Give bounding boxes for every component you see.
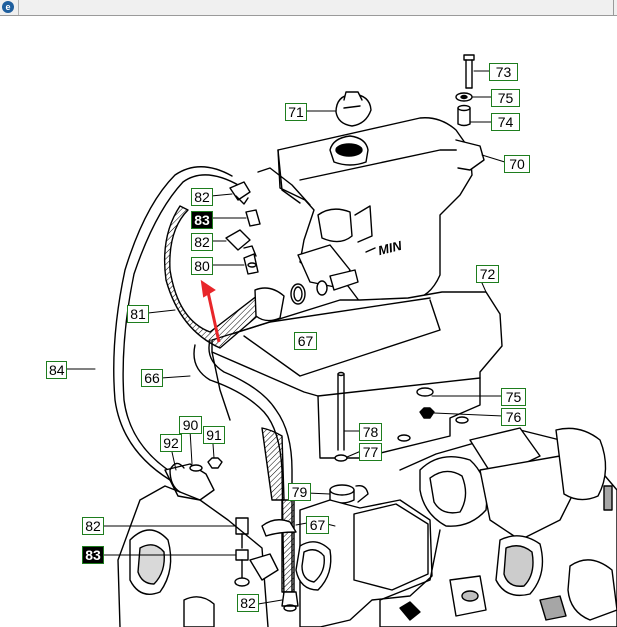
callout-67-upper: 67	[294, 332, 317, 350]
window-title-bar: e	[0, 0, 617, 16]
callout-82-a: 82	[191, 188, 213, 206]
seal-83-lower	[234, 549, 250, 587]
engine-block	[117, 427, 617, 627]
callout-74: 74	[491, 113, 520, 131]
app-icon[interactable]: e	[2, 1, 14, 13]
seal-83-upper	[245, 209, 261, 227]
callout-77: 77	[359, 443, 382, 461]
nut-76	[419, 407, 435, 419]
callout-75-top: 75	[491, 89, 520, 107]
callout-80: 80	[191, 257, 213, 275]
expansion-tank-70	[257, 117, 485, 303]
washer-77	[334, 454, 348, 462]
callout-67-lower: 67	[306, 516, 329, 534]
washer-90	[189, 464, 203, 472]
bolt-73	[463, 54, 475, 89]
tank-min-label: MIN	[376, 238, 403, 258]
callout-79: 79	[288, 483, 311, 501]
fitting-82-middle	[225, 229, 257, 257]
banjo-80	[243, 253, 259, 275]
callout-90: 90	[179, 416, 202, 434]
fitting-82-upper	[229, 181, 251, 205]
callout-82-b: 82	[191, 233, 213, 251]
window-edge	[613, 0, 617, 16]
callout-72: 72	[476, 265, 499, 283]
red-pointer-arrow	[200, 279, 221, 343]
filler-cap-71	[335, 91, 372, 127]
callout-73: 73	[489, 63, 518, 81]
callout-76: 76	[501, 408, 526, 426]
spacer-74	[457, 104, 471, 127]
callout-78: 78	[359, 423, 382, 441]
washer-75-top	[455, 92, 473, 102]
callout-83-a: 83	[191, 211, 213, 229]
callout-66: 66	[141, 369, 163, 387]
fitting-82-bottom	[281, 591, 299, 612]
callout-84: 84	[46, 361, 67, 379]
callout-82-c: 82	[82, 517, 104, 535]
callout-91: 91	[203, 426, 225, 444]
callout-82-d: 82	[237, 594, 259, 612]
leader-lines	[64, 70, 509, 605]
callout-75-mid: 75	[501, 388, 526, 406]
stud-78	[337, 371, 345, 451]
hose-clamp-67-lower	[261, 519, 297, 537]
fitting-82-lower-left	[235, 517, 249, 549]
nut-91	[207, 457, 223, 469]
callout-83-b: 83	[82, 546, 104, 564]
callout-92: 92	[160, 434, 182, 452]
callout-70: 70	[504, 155, 530, 173]
callout-81: 81	[127, 305, 149, 323]
hose-clamp-67-upper	[290, 283, 306, 305]
coolant-system-exploded-diagram: MIN	[64, 54, 617, 627]
callout-71: 71	[285, 103, 307, 121]
tab-divider	[18, 0, 25, 15]
hose-81	[113, 166, 241, 481]
